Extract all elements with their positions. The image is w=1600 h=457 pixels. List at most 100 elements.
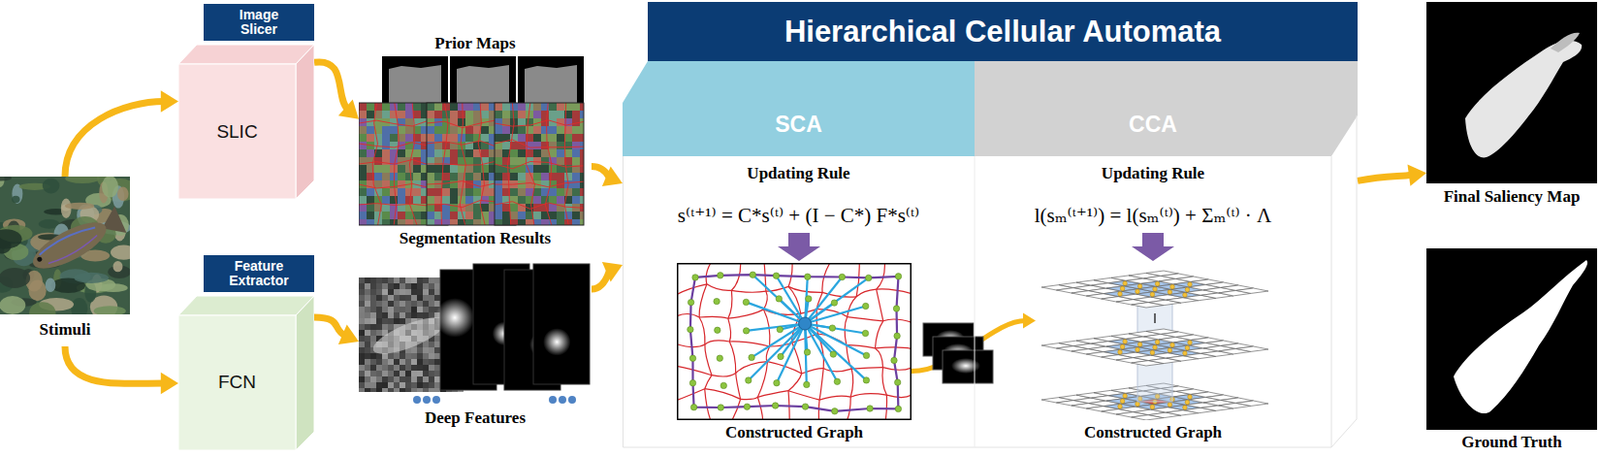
feature-pixel [364,335,371,342]
segment-pixel [494,195,503,204]
cell-dot [1152,345,1158,351]
segment-pixel [434,102,443,111]
segment-pixel [366,203,375,212]
superpixel-boundary [704,388,741,400]
feature-pixel [405,294,412,301]
feature-pixel [364,358,371,365]
feature-pixel [387,300,394,307]
segment-pixel [426,164,435,173]
segment-pixel [494,118,503,127]
segment-pixel [465,133,474,142]
segment-pixel [541,133,549,142]
graph-node [833,378,840,384]
segment-pixel [366,102,375,111]
segment-pixel [494,133,503,142]
segment-pixel [465,211,474,220]
feature-pixel [434,277,441,284]
cell-dot [1120,286,1125,291]
graph-node [838,273,845,280]
segment-pixel [517,102,526,111]
segment-pixel [397,149,406,158]
segment-pixel [510,219,518,225]
feature-pixel [405,283,412,289]
segment-pixel [449,172,458,181]
feature-pixel [370,294,377,301]
feature-pixel [428,300,435,307]
segment-pixel [517,149,526,158]
superpixel-boundary [764,290,768,310]
feature-pixel [422,288,429,295]
segment-pixel [413,172,421,181]
segment-pixel [579,110,584,119]
graph-node [862,329,868,336]
feature-pixel [382,358,388,365]
feature-pixel [405,358,412,365]
segment-pixel [572,172,580,181]
feature-pixel [393,294,400,301]
feature-pixel [428,370,435,377]
graph-node [893,305,899,312]
segment-pixel [449,188,458,196]
segment-pixel [382,188,390,196]
segment-pixel [572,149,580,158]
feature-pixel [382,300,388,307]
truth-region [1453,259,1588,414]
segment-pixel [457,149,466,158]
feature-pixel [358,370,365,377]
feature-pixel [358,335,365,342]
segment-pixel [548,102,557,111]
feature-pixel [382,382,388,388]
cell-dot [1150,404,1155,410]
segment-pixel [374,211,383,220]
feature-pixel [422,382,429,388]
superpixel-boundary [728,309,765,319]
segment-pixel [465,195,474,204]
segment-pixel [382,195,390,204]
photo-texture [45,278,57,292]
graph-node [773,380,780,386]
segment-pixel [434,188,443,196]
segment-pixel [533,149,542,158]
segment-pixel [494,211,503,220]
feature-pixel [393,288,400,295]
segment-pixel [397,211,406,220]
feature-pixel [370,329,377,336]
segment-pixel [533,126,542,134]
segment-pixel [548,188,557,196]
superpixel-boundary [875,320,884,349]
feature-pixel [411,347,417,353]
graph-node [831,299,837,306]
segment-pixel [358,110,367,119]
stage-label: CCA [974,107,1332,141]
segment-pixel [541,219,549,225]
segment-pixel [579,157,584,165]
segment-pixel [374,118,383,127]
fish-stripe [47,235,99,266]
feature-pixel [416,306,423,313]
map-blob [951,357,981,374]
feature-pixel [376,294,383,301]
arrow-shaft [1357,174,1413,181]
feature-pixel [422,300,429,307]
feature-pixel [416,283,423,289]
feature-pixel [422,364,429,371]
fcn-block: Feature ExtractorFCN [178,255,315,449]
segment-pixel [548,110,557,119]
feature-pixel [382,370,388,377]
feature-pixel [376,283,383,289]
superpixel-boundary [728,289,733,319]
superpixel-boundary [876,288,912,294]
block-side [295,44,315,199]
segment-pixel [389,141,398,150]
superpixel-boundary [886,394,912,398]
feature-pixel [364,347,371,353]
segment-pixel [556,110,565,119]
feature-pixel [382,364,388,371]
feature-pixel [416,312,423,319]
feature-pixel [411,358,417,365]
superpixel-boundary [876,288,884,321]
feature-pixel [382,277,388,284]
graph-ground [676,262,912,420]
feature-pixel [393,376,400,383]
